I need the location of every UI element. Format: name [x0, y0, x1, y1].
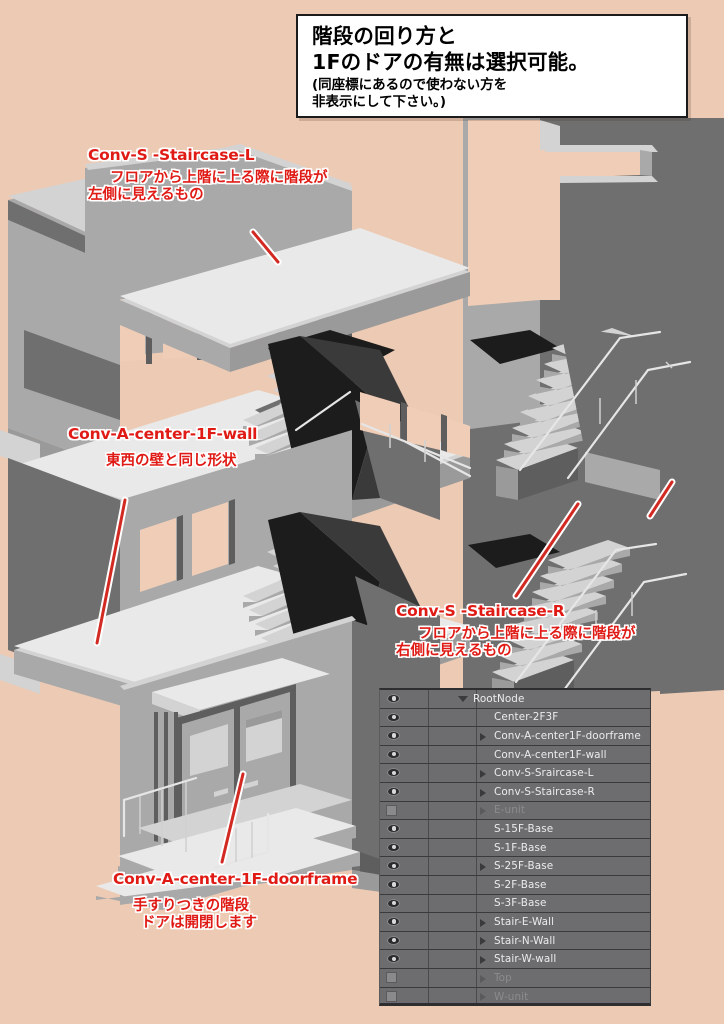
outliner-row[interactable]: E-unit: [380, 802, 650, 821]
eye-icon[interactable]: [387, 694, 400, 703]
outliner-row[interactable]: RootNode: [380, 690, 650, 709]
pointer-lines: [93, 228, 676, 866]
chevron-right-icon[interactable]: [480, 788, 486, 797]
outliner-row[interactable]: Stair-W-wall: [380, 950, 650, 969]
eye-icon[interactable]: [387, 768, 400, 778]
outliner-item-label: S-3F-Base: [494, 897, 547, 910]
chevron-right-icon[interactable]: [480, 769, 486, 778]
note-line-3: (同座標にあるので使わない方を: [312, 77, 508, 94]
outliner-item-label: Stair-W-wall: [494, 953, 557, 966]
chevron-right-icon[interactable]: [480, 807, 486, 816]
eye-icon[interactable]: [387, 935, 400, 945]
outliner-item-label: Stair-E-Wall: [494, 915, 555, 928]
eye-icon[interactable]: [387, 786, 400, 796]
visibility-checkbox[interactable]: [386, 971, 397, 983]
chevron-right-icon[interactable]: [480, 918, 486, 927]
outliner-row[interactable]: S-1F-Base: [380, 839, 650, 858]
visibility-checkbox[interactable]: [386, 990, 397, 1002]
outliner-item-label: RootNode: [473, 692, 525, 705]
outliner-row[interactable]: Conv-A-center1F-wall: [380, 746, 650, 765]
outliner-item-label: S-25F-Base: [494, 860, 554, 873]
outliner-item-label: Conv-S-Sraircase-L: [494, 767, 594, 780]
chevron-right-icon[interactable]: [480, 993, 486, 1002]
outliner-row[interactable]: Conv-S-Sraircase-L: [380, 764, 650, 783]
eye-icon[interactable]: [387, 861, 400, 871]
note-line-2: 1Fのドアの有無は選択可能。: [312, 50, 590, 75]
outliner-item-label: S-1F-Base: [494, 841, 547, 854]
outliner-row[interactable]: Stair-N-Wall: [380, 932, 650, 951]
note-line-1: 階段の回り方と: [312, 24, 457, 48]
chevron-right-icon[interactable]: [480, 937, 486, 946]
eye-icon[interactable]: [387, 731, 400, 741]
chevron-right-icon[interactable]: [480, 955, 486, 964]
outliner-row[interactable]: Top: [380, 969, 650, 988]
outliner-row[interactable]: S-2F-Base: [380, 876, 650, 895]
outliner-row[interactable]: S-3F-Base: [380, 895, 650, 914]
outliner-row[interactable]: Conv-S-Staircase-R: [380, 783, 650, 802]
chevron-right-icon[interactable]: [480, 862, 486, 871]
outliner-row[interactable]: Stair-E-Wall: [380, 913, 650, 932]
outliner-row[interactable]: S-15F-Base: [380, 820, 650, 839]
chevron-right-icon[interactable]: [480, 974, 486, 983]
eye-icon[interactable]: [387, 879, 400, 889]
outliner-item-label: Center-2F3F: [494, 711, 559, 724]
outliner-row[interactable]: W-unit: [380, 988, 650, 1004]
outliner-item-label: Top: [494, 971, 512, 984]
outliner-item-label: S-15F-Base: [494, 822, 554, 835]
chevron-down-icon[interactable]: [458, 696, 468, 703]
outliner-row[interactable]: S-25F-Base: [380, 857, 650, 876]
outliner-item-label: S-2F-Base: [494, 878, 547, 891]
outliner-item-label: E-unit: [494, 804, 526, 817]
visibility-checkbox[interactable]: [386, 804, 397, 816]
eye-icon[interactable]: [387, 917, 400, 927]
note-line-4: 非表示にして下さい。): [312, 94, 447, 111]
outliner-item-label: Conv-A-center1F-doorframe: [494, 729, 641, 742]
eye-icon[interactable]: [387, 824, 400, 834]
instruction-note: 階段の回り方と 1Fのドアの有無は選択可能。 (同座標にあるので使わない方を 非…: [296, 14, 688, 118]
chevron-right-icon[interactable]: [480, 732, 486, 741]
eye-icon[interactable]: [387, 842, 400, 852]
outliner-item-label: Stair-N-Wall: [494, 934, 556, 947]
outliner-row[interactable]: Center-2F3F: [380, 709, 650, 728]
eye-icon[interactable]: [387, 954, 400, 964]
eye-icon[interactable]: [387, 749, 400, 759]
outliner-row[interactable]: Conv-A-center1F-doorframe: [380, 727, 650, 746]
outliner-item-label: Conv-A-center1F-wall: [494, 748, 607, 761]
outliner-item-label: W-unit: [494, 990, 529, 1003]
eye-icon[interactable]: [387, 712, 400, 722]
eye-icon[interactable]: [387, 898, 400, 908]
outliner-item-label: Conv-S-Staircase-R: [494, 785, 595, 798]
